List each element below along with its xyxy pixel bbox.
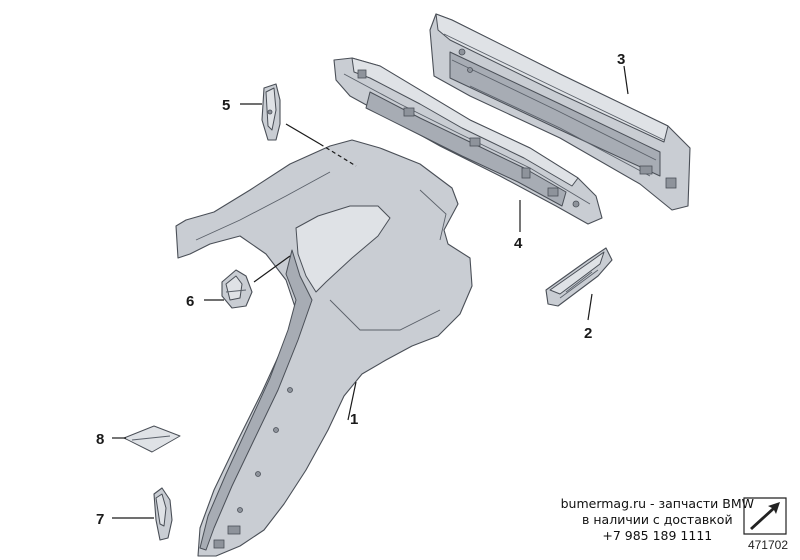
leader-2 bbox=[587, 293, 593, 321]
part-8-plate[interactable] bbox=[123, 425, 181, 453]
leader-5-dashed bbox=[319, 143, 357, 167]
part-5-pillar-bracket[interactable] bbox=[261, 83, 281, 141]
leader-6a bbox=[253, 255, 291, 283]
callout-6: 6 bbox=[186, 293, 194, 310]
callout-1: 1 bbox=[350, 411, 358, 428]
part-4-rear-cross-member[interactable] bbox=[333, 57, 603, 225]
watermark-text: bumermag.ru - запчасти BMW в наличии с д… bbox=[561, 496, 754, 544]
direction-arrow-icon bbox=[743, 497, 787, 535]
callout-3: 3 bbox=[617, 51, 625, 68]
callout-4: 4 bbox=[514, 235, 523, 252]
diagram-number: 471702 bbox=[747, 538, 788, 552]
leader-3 bbox=[623, 65, 629, 95]
watermark-line-3: +7 985 189 1111 bbox=[602, 528, 713, 543]
callout-2: 2 bbox=[584, 325, 592, 342]
part-3-rear-panel[interactable] bbox=[429, 13, 691, 211]
watermark-line-1: bumermag.ru - запчасти BMW bbox=[560, 496, 754, 511]
part-6-bracket[interactable] bbox=[221, 269, 253, 309]
watermark-line-2: в наличии с доставкой bbox=[582, 512, 733, 527]
leader-1 bbox=[347, 381, 357, 421]
callout-5: 5 bbox=[222, 97, 230, 114]
callout-8: 8 bbox=[96, 431, 104, 448]
part-1-side-panel[interactable] bbox=[175, 139, 473, 557]
part-2-bracket[interactable] bbox=[545, 247, 613, 307]
callout-7: 7 bbox=[96, 511, 104, 528]
part-7-bracket[interactable] bbox=[153, 487, 173, 541]
leader-5a bbox=[285, 123, 321, 145]
